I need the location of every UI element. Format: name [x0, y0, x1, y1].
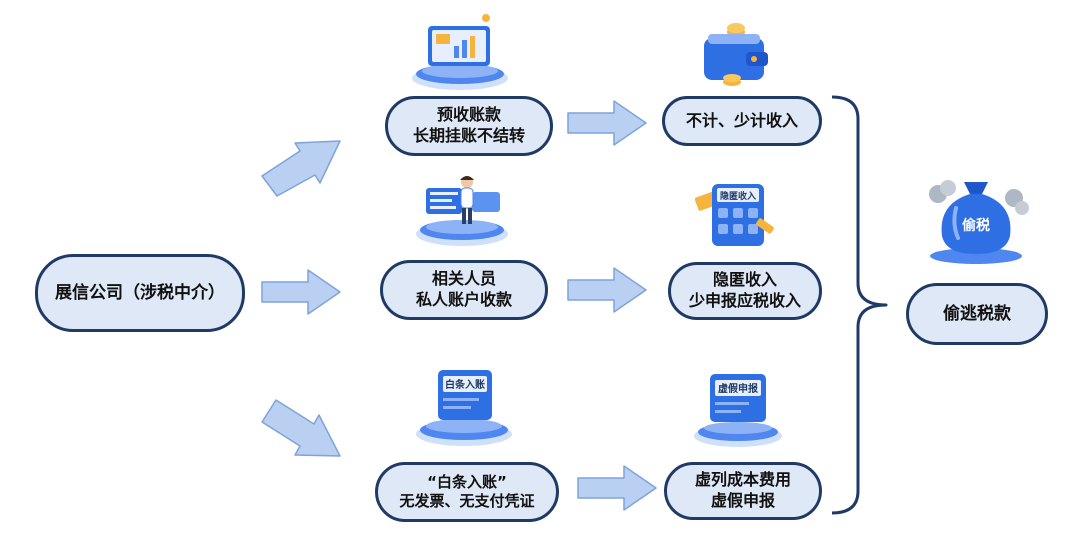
- declaration-document-icon: 虚假申报: [694, 374, 782, 447]
- conclusion-label: 偷逃税款: [943, 303, 1011, 324]
- result-1-line-1: 不计、少计收入: [685, 110, 798, 130]
- result-3-line-1: 虚列成本费用: [694, 470, 791, 490]
- iou-folder-text: 白条入账: [445, 378, 485, 391]
- calculator-icon: 隐匿收入: [694, 184, 774, 246]
- arrow-branch-1-to-result-1: [567, 100, 647, 146]
- arrow-branch-3-to-result-3: [577, 465, 657, 511]
- dashboard-screen-icon: [412, 14, 508, 90]
- calculator-screen-text: 隐匿收入: [720, 190, 756, 202]
- arrow-branch-2-to-result-2: [567, 267, 647, 313]
- branch-node-3: “白条入账” 无发票、无支付凭证: [375, 462, 559, 522]
- arrow-source-to-branch-2: [261, 269, 341, 315]
- arrow-source-to-branch-3: [261, 399, 341, 457]
- branch-1-line-1: 预收账款: [436, 105, 501, 125]
- arrow-source-to-branch-1: [261, 140, 341, 197]
- result-node-3: 虚列成本费用 虚假申报: [664, 462, 822, 520]
- branch-node-2: 相关人员 私人账户收款: [380, 260, 548, 320]
- result-node-2: 隐匿收入 少申报应税收入: [668, 262, 822, 320]
- branch-node-1: 预收账款 长期挂账不结转: [385, 96, 553, 156]
- source-node: 展信公司（涉税中介）: [35, 254, 245, 332]
- branch-2-line-1: 相关人员: [431, 269, 496, 289]
- source-label: 展信公司（涉税中介）: [55, 282, 225, 303]
- declaration-document-text: 虚假申报: [718, 382, 758, 395]
- result-2-line-2: 少申报应税收入: [688, 291, 801, 310]
- wallet-coins-icon: [704, 23, 768, 86]
- iou-folder-icon: 白条入账: [416, 370, 512, 446]
- results-bracket: [831, 95, 888, 515]
- result-3-line-2: 虚假申报: [710, 491, 775, 510]
- presenter-board-icon: [416, 176, 508, 246]
- money-bag-text: 偷税: [962, 217, 990, 234]
- branch-3-line-2: 无发票、无支付凭证: [399, 492, 535, 510]
- branch-3-line-1: “白条入账”: [427, 472, 507, 491]
- result-node-1: 不计、少计收入: [662, 96, 822, 146]
- branch-1-line-2: 长期挂账不结转: [412, 126, 525, 145]
- branch-2-line-2: 私人账户收款: [415, 290, 512, 309]
- conclusion-node: 偷逃税款: [906, 283, 1048, 345]
- money-bag-icon: 偷税: [929, 180, 1029, 264]
- result-2-line-1: 隐匿收入: [712, 270, 777, 290]
